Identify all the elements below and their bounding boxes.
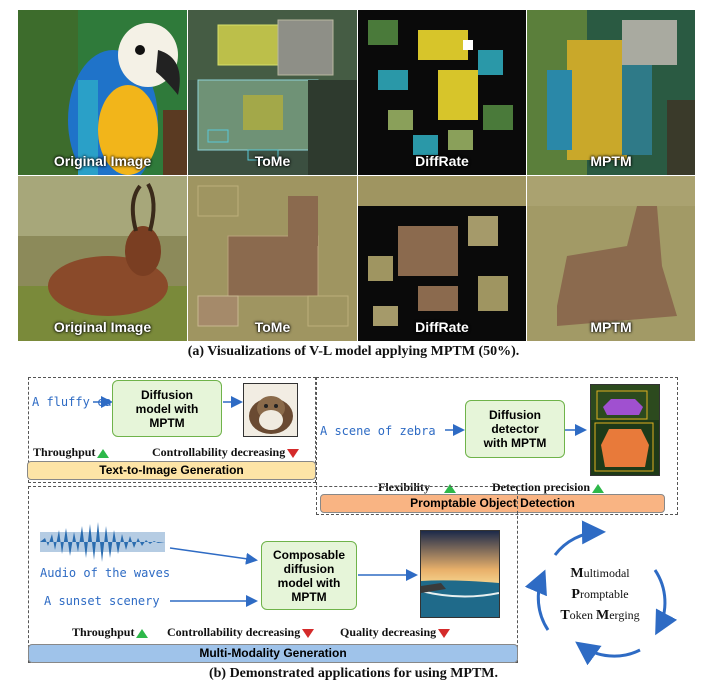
antelope-original-image: Original Image — [18, 176, 187, 341]
up-arrow-icon — [444, 483, 456, 493]
mm-metric-up-label: Throughput — [72, 625, 135, 639]
mm-input-audio: Audio of the waves — [40, 566, 171, 580]
pod-model-box: Diffusion detector with MPTM — [465, 400, 565, 458]
mptm-cycle-label: Multimodal Promptable Token Merging — [540, 563, 660, 626]
up-arrow-icon — [136, 628, 149, 638]
down-arrow-icon — [438, 628, 451, 638]
tile-label: ToMe — [254, 319, 291, 335]
pod-model-label: Diffusion detector with MPTM — [483, 408, 547, 450]
t2i-title-bar: Text-to-Image Generation — [27, 461, 316, 480]
down-arrow-icon — [302, 628, 315, 638]
mm-audio-arrow — [169, 547, 258, 565]
tile-label: MPTM — [590, 319, 632, 335]
antelope-diffrate-visualization: DiffRate — [358, 176, 526, 341]
panel-a-caption: (a) Visualizations of V-L model applying… — [187, 344, 520, 359]
tile-label: Original Image — [53, 319, 152, 335]
t2i-metric-up: Throughput — [33, 445, 111, 460]
pod-metric-up1-label: Flexibility — [378, 480, 430, 494]
cycle-line-2: Promptable — [571, 587, 629, 602]
tile-label: Original Image — [53, 153, 152, 169]
panel-b-caption: (b) Demonstrated applications for using … — [208, 666, 499, 681]
pod-title-bar: Promptable Object Detection — [320, 494, 665, 513]
tile-label: ToMe — [254, 153, 291, 169]
mm-model-box: Composable diffusion model with MPTM — [261, 541, 357, 610]
parrot-tome-visualization: ToMe — [188, 10, 357, 175]
pod-metric-up1: Flexibility — [378, 480, 458, 495]
pod-metric-up2-label: Detection precision — [492, 480, 591, 494]
t2i-metric-down-label: Controllability decreasing — [152, 445, 286, 459]
cycle-arrows — [524, 520, 678, 666]
mm-metric-down2-label: Quality decreasing — [340, 625, 437, 639]
cycle-line-1: Multimodal — [570, 566, 630, 581]
mm-model-label: Composable diffusion model with MPTM — [272, 547, 345, 604]
mm-metric-up: Throughput — [72, 625, 150, 640]
mm-metric-down1-label: Controllability decreasing — [167, 625, 301, 639]
mm-input-text: A sunset scenery — [44, 594, 160, 608]
cat-output-image — [243, 383, 298, 437]
cycle-line-3: Token Merging — [560, 608, 640, 623]
t2i-prompt: A fluffy cat — [32, 395, 119, 409]
pod-prompt: A scene of zebra — [320, 424, 436, 438]
mm-metric-down2: Quality decreasing — [340, 625, 452, 640]
parrot-original-image: Original Image — [18, 10, 187, 175]
t2i-model-box: Diffusion model with MPTM — [112, 380, 222, 437]
tile-label: DiffRate — [415, 319, 469, 335]
zebra-detection-image — [590, 384, 660, 476]
antelope-mptm-visualization: MPTM — [527, 176, 695, 341]
mm-metric-down1: Controllability decreasing — [167, 625, 316, 640]
parrot-mptm-visualization: MPTM — [527, 10, 695, 175]
pod-frame — [316, 377, 678, 515]
t2i-metric-down: Controllability decreasing — [152, 445, 301, 460]
sunset-output-image — [420, 530, 500, 618]
audio-waveform-icon — [40, 522, 165, 562]
pod-metric-up2: Detection precision — [492, 480, 606, 495]
up-arrow-icon — [97, 448, 110, 458]
tile-label: MPTM — [590, 153, 632, 169]
t2i-model-label: Diffusion model with MPTM — [135, 387, 199, 430]
visualization-grid: Original Image ToMe — [18, 10, 695, 341]
down-arrow-icon — [287, 448, 300, 458]
tile-label: DiffRate — [415, 153, 469, 169]
mm-title-bar: Multi-Modality Generation — [28, 644, 518, 663]
up-arrow-icon — [592, 483, 605, 493]
antelope-tome-visualization: ToMe — [188, 176, 357, 341]
t2i-frame — [28, 377, 316, 483]
parrot-diffrate-visualization: DiffRate — [358, 10, 526, 175]
t2i-metric-up-label: Throughput — [33, 445, 96, 459]
